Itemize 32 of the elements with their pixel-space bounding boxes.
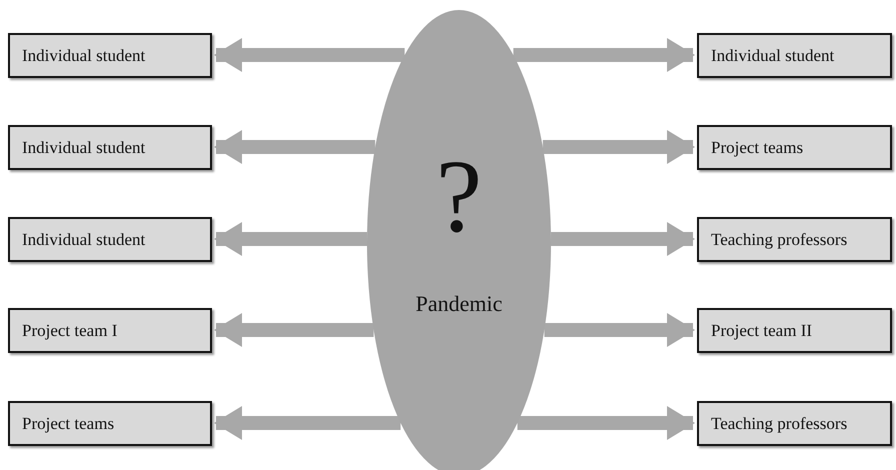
arrow — [214, 406, 401, 440]
ellipse-label: Pandemic — [416, 291, 502, 317]
text-box — [697, 308, 892, 353]
question-mark: ? — [436, 145, 482, 249]
arrow — [214, 38, 405, 72]
text-box — [697, 217, 892, 262]
text-box — [697, 401, 892, 446]
box-label: Individual student — [711, 46, 834, 66]
box-label: Project team I — [22, 320, 118, 340]
box-label: Teaching professors — [711, 230, 848, 250]
arrow — [214, 313, 374, 347]
box-label: Project teams — [711, 138, 804, 158]
arrow — [542, 130, 695, 164]
arrow — [550, 222, 695, 256]
box-label: Project teams — [22, 414, 114, 434]
arrow — [544, 313, 695, 347]
arrow — [214, 130, 376, 164]
text-box — [8, 33, 212, 78]
box-label: Project team II — [711, 320, 812, 340]
arrow — [513, 38, 695, 72]
box-label: Individual student — [22, 46, 146, 66]
arrow — [517, 406, 695, 440]
text-box — [8, 125, 212, 170]
box-label: Teaching professors — [711, 414, 848, 434]
text-box — [8, 308, 212, 353]
box-label: Individual student — [22, 230, 146, 250]
arrow — [214, 222, 368, 256]
box-label: Individual student — [22, 138, 146, 158]
text-box — [8, 401, 212, 446]
text-box — [8, 217, 212, 262]
text-box — [697, 33, 892, 78]
text-box — [697, 125, 892, 170]
